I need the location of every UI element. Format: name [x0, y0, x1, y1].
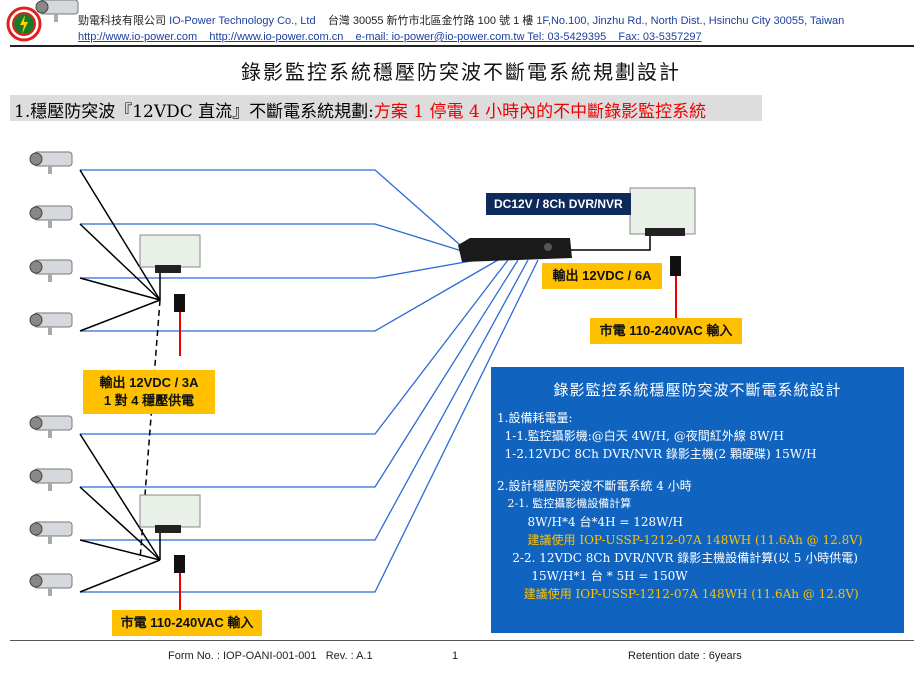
ups-unit-icon — [629, 187, 696, 236]
camera-icon — [29, 259, 73, 283]
camera-icons — [35, 0, 79, 22]
power-unit-icon — [139, 494, 201, 533]
output-3a-label: 輸出 12VDC / 3A 1 對 4 穩壓供電 — [83, 370, 215, 414]
power-cables — [79, 169, 651, 593]
panel-line — [497, 463, 898, 477]
panel-line: 15W/H*1 台 * 5H = 150W — [497, 569, 688, 583]
panel-recommendation: 建議使用 IOP-USSP-1212-07A 148WH (11.6Ah @ 1… — [497, 587, 859, 601]
panel-line: 1.設備耗電量: — [497, 411, 573, 425]
camera-icon — [29, 468, 73, 492]
one-to-four-text: 1 對 4 穩壓供電 — [103, 393, 195, 408]
panel-line: 2-2. 12VDC 8Ch DVR/NVR 錄影主機設備計算(以 5 小時供電… — [497, 551, 858, 565]
page-number: 1 — [452, 650, 459, 662]
form-number: Form No. : IOP-OANI-001-001 Rev. : A.1 — [168, 650, 373, 662]
page-title: 錄影監控系統穩壓防突波不斷電系統規劃設計 — [241, 60, 681, 84]
camera-icon — [29, 312, 73, 336]
dvr-label: DC12V / 8Ch DVR/NVR — [486, 193, 631, 215]
company-header: 勁電科技有限公司 IO-Power Technology Co., Ltd 台灣… — [78, 15, 845, 27]
panel-line: 1-1.監控攝影機:@白天 4W/H, @夜間紅外線 8W/H — [497, 429, 785, 443]
camera-icon — [29, 573, 73, 597]
adapters — [174, 256, 681, 573]
panel-title: 錄影監控系統穩壓防突波不斷電系統設計 — [553, 381, 842, 399]
mains-input-label-bottom: 市電 110-240VAC 輸入 — [112, 610, 262, 636]
mains-input-label: 市電 110-240VAC 輸入 — [590, 318, 742, 344]
video-cables — [80, 169, 539, 593]
panel-line: 1-2.12VDC 8Ch DVR/NVR 錄影主機(2 顆硬碟) 15W/H — [497, 447, 817, 461]
logo-icon — [6, 6, 42, 42]
design-panel: 錄影監控系統穩壓防突波不斷電系統設計 1.設備耗電量: 1-1.監控攝影機:@白… — [491, 367, 904, 633]
footer-divider — [10, 640, 914, 641]
camera-icon — [29, 521, 73, 545]
dvr-icon — [458, 238, 572, 262]
contact-links[interactable]: http://www.io-power.com http://www.io-po… — [78, 31, 702, 43]
section-heading: 1.穩壓防突波『12VDC 直流』不斷電系統規劃:方案 1 停電 4 小時內的不… — [10, 95, 762, 122]
camera-icon — [29, 151, 73, 175]
camera-icon — [29, 415, 73, 439]
output-3a-text: 輸出 12VDC / 3A — [99, 375, 199, 390]
output-6a-label: 輸出 12VDC / 6A — [542, 263, 662, 289]
panel-line: 8W/H*4 台*4H = 128W/H — [497, 515, 683, 529]
panel-line: 2.設計穩壓防突波不斷電系統 4 小時 — [497, 479, 692, 493]
retention-date: Retention date : 6years — [628, 650, 742, 662]
header-divider — [10, 45, 914, 47]
panel-line: 2-1. 監控攝影機設備計算 — [497, 497, 632, 510]
mains-cables — [179, 276, 677, 612]
panel-recommendation: 建議使用 IOP-USSP-1212-07A 148WH (11.6Ah @ 1… — [497, 533, 863, 547]
power-unit-icon — [139, 234, 201, 273]
camera-icon — [29, 205, 73, 229]
